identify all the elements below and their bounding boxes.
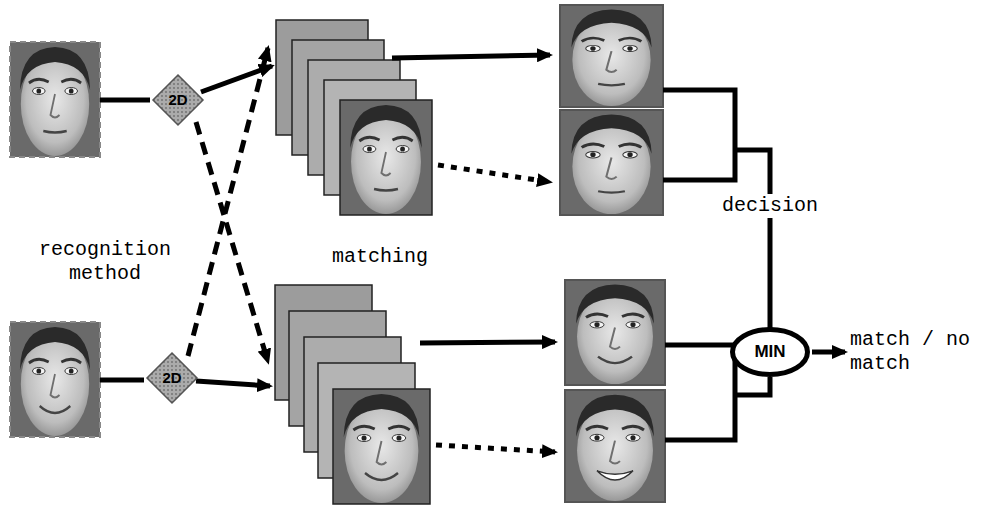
photo-frame xyxy=(565,280,665,385)
photo-frame xyxy=(560,110,663,215)
dashed-arrow xyxy=(196,122,268,362)
ellipse-shape xyxy=(733,330,808,375)
face-photo xyxy=(565,280,665,385)
stack-frame xyxy=(333,389,430,504)
image-stack xyxy=(276,20,432,215)
decision-wire xyxy=(735,377,770,395)
stack-frame xyxy=(340,100,432,215)
photo-frame xyxy=(565,390,665,502)
method-label: recognition method xyxy=(25,238,185,286)
output-arrow xyxy=(812,350,845,355)
solid-arrow xyxy=(196,381,270,386)
flow-arrows xyxy=(100,48,845,452)
stage-label: matching xyxy=(332,245,428,269)
face-photo xyxy=(340,100,432,215)
face-photo xyxy=(560,110,663,215)
solid-arrow xyxy=(392,55,550,58)
node-text: 2D xyxy=(162,370,181,387)
method-diamond: 2D xyxy=(152,74,204,126)
dotted-arrow xyxy=(438,165,550,182)
probe-face xyxy=(10,322,100,437)
node-text: 2D xyxy=(168,92,187,109)
dotted-arrow xyxy=(436,445,555,452)
wire xyxy=(100,378,144,383)
match-result xyxy=(560,5,665,502)
diamond-shape xyxy=(153,75,203,125)
decision-label: decision xyxy=(718,194,822,218)
dashed-frame xyxy=(10,322,100,437)
wire xyxy=(100,98,150,103)
probe-face xyxy=(10,42,100,157)
result-label: match / no match xyxy=(850,328,975,376)
face-photo xyxy=(565,390,665,502)
photo-frame xyxy=(560,5,663,107)
image-stack xyxy=(275,285,430,504)
min-circle: MIN xyxy=(730,327,810,377)
node-text: MIN xyxy=(754,343,785,362)
decision-bracket xyxy=(665,345,735,440)
decision-bracket xyxy=(663,90,735,180)
face-photo xyxy=(10,322,100,437)
solid-arrow xyxy=(420,342,555,343)
face-photo xyxy=(560,5,663,107)
dashed-frame xyxy=(10,42,100,157)
dashed-arrow xyxy=(188,48,268,356)
face-photo xyxy=(333,389,430,504)
decision-wire xyxy=(735,150,770,328)
method-diamond: 2D xyxy=(146,352,198,404)
diamond-shape xyxy=(147,353,197,403)
face-photo xyxy=(10,42,100,157)
